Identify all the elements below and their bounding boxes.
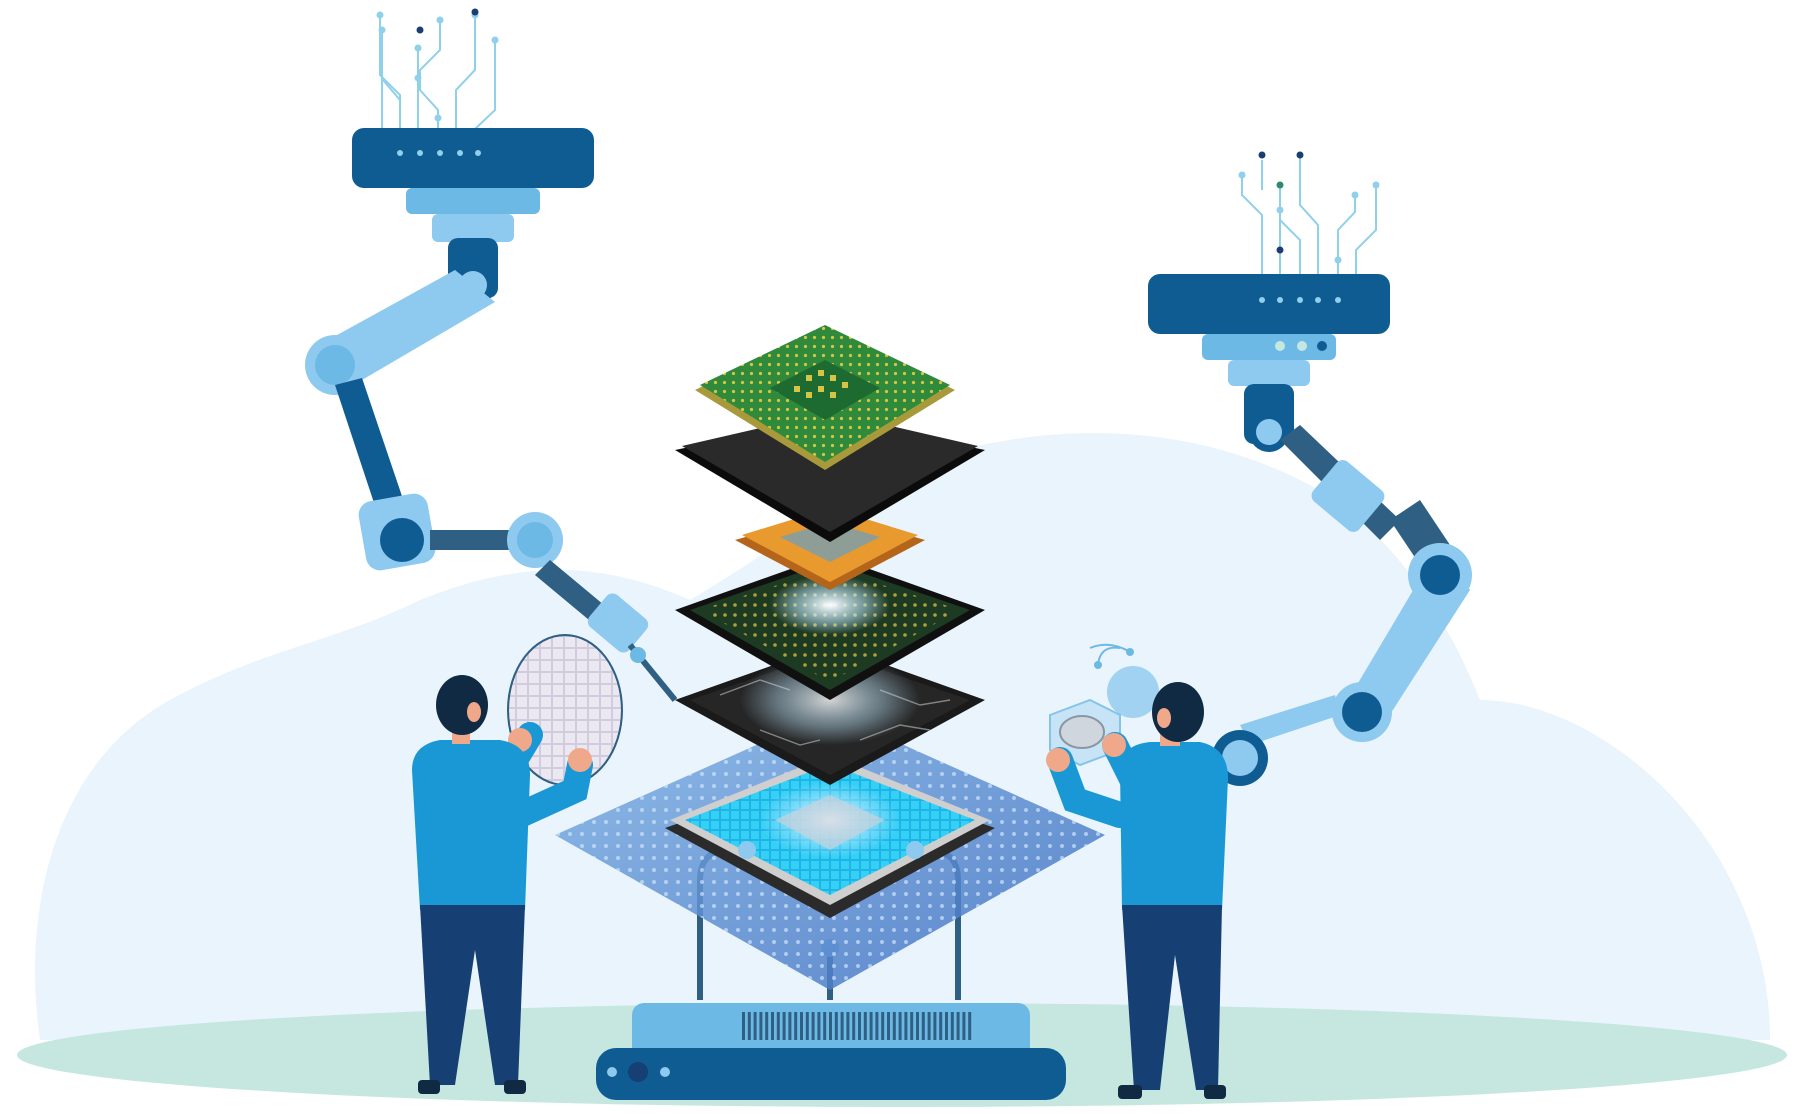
vent-slot: [788, 1012, 792, 1040]
vent-slot: [759, 1012, 763, 1040]
chip-layer-cyan: [665, 755, 995, 918]
vent-slot: [776, 1012, 780, 1040]
vent-slot: [863, 1012, 867, 1040]
vent-slot: [771, 1012, 774, 1040]
vent-slot: [904, 1012, 908, 1040]
vent-slot: [834, 1012, 838, 1040]
vent-slot: [747, 1012, 751, 1040]
vent-slot: [869, 1012, 873, 1040]
vent-slot: [945, 1012, 948, 1040]
vent-slot: [846, 1012, 850, 1040]
chip-layer-circuit-board: [675, 645, 985, 785]
chip-layer-heat-spreader: [675, 412, 985, 542]
vent-slot: [892, 1012, 896, 1040]
vent-slot: [887, 1012, 890, 1040]
vent-slot: [794, 1012, 798, 1040]
vent-slot: [805, 1012, 809, 1040]
vent-slot: [800, 1012, 803, 1040]
hologram-cube-icon: [1049, 643, 1159, 767]
vent-slot: [811, 1012, 815, 1040]
vent-slot: [939, 1012, 943, 1040]
status-lights-icon: [1275, 341, 1327, 351]
chip-layer-substrate: [675, 555, 985, 700]
vent-slot: [765, 1012, 769, 1040]
vent-slot: [933, 1012, 937, 1040]
chip-layer-cpu-top: [695, 325, 955, 470]
vent-slot: [817, 1012, 821, 1040]
vent-slot: [852, 1012, 856, 1040]
vent-slot: [916, 1012, 919, 1040]
vent-slot: [968, 1012, 972, 1040]
person-icon: [412, 634, 623, 1094]
vent-slot: [921, 1012, 925, 1040]
vent-slot: [823, 1012, 827, 1040]
robot-arm-icon: [305, 8, 678, 702]
vent-slot: [840, 1012, 844, 1040]
vent-slot: [910, 1012, 914, 1040]
vent-slot: [881, 1012, 885, 1040]
vent-slot: [875, 1012, 879, 1040]
person-icon: [1046, 643, 1228, 1099]
vent-slot: [753, 1012, 757, 1040]
vent-slot: [962, 1012, 966, 1040]
vent-slot: [829, 1012, 832, 1040]
vent-slot: [898, 1012, 902, 1040]
vent-slot: [858, 1012, 861, 1040]
vent-slot: [742, 1012, 745, 1040]
vent-slot: [927, 1012, 931, 1040]
vent-slot: [782, 1012, 786, 1040]
vent-slot: [950, 1012, 954, 1040]
vent-slot: [956, 1012, 960, 1040]
